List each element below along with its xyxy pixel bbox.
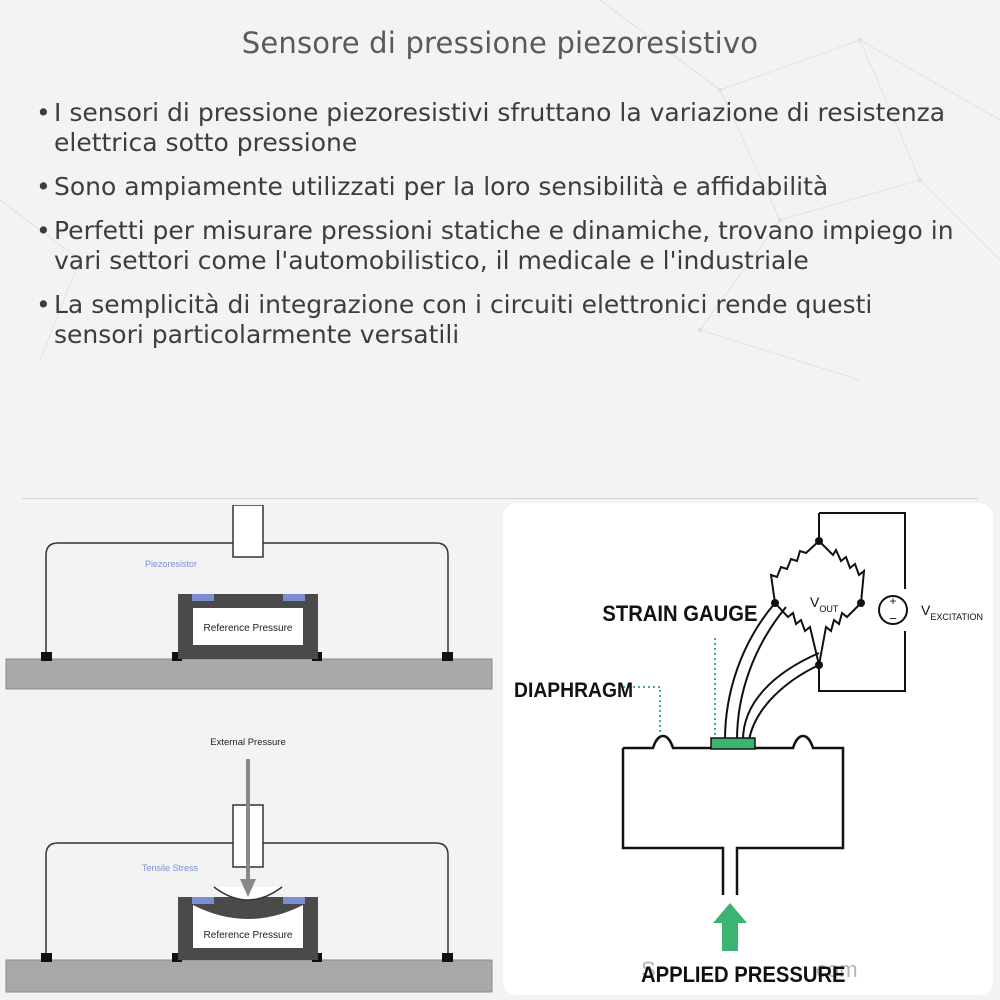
strain-gauge-element [710, 737, 756, 750]
section-divider [22, 498, 978, 499]
external-pressure-label: External Pressure [210, 737, 286, 748]
strain-gauge-label: STRAIN GAUGE [602, 602, 757, 626]
piezoresistor-label: Piezoresistor [145, 559, 197, 569]
plus-icon: + [889, 594, 896, 608]
voltage-source-icon [878, 595, 908, 625]
page-title: Sensore di pressione piezoresistivo [241, 26, 759, 60]
minus-icon: − [889, 611, 897, 626]
applied-pressure-arrow-icon [713, 903, 747, 951]
vexcitation-label: VEXCITATION [921, 602, 983, 622]
tensile-stress-label: Tensile Stress [142, 863, 199, 873]
bullet-item: Perfetti per misurare pressioni statiche… [36, 216, 966, 276]
reference-pressure-label: Reference Pressure [204, 930, 293, 941]
bullet-item: I sensori di pressione piezoresistivi sf… [36, 98, 966, 158]
watermark-end: com [816, 957, 858, 982]
strain-gauge-diagram: + − VOUT VEXCITATION STRAIN GAUGE DIAPHR… [514, 512, 983, 987]
wheatstone-bridge [769, 512, 906, 692]
diaphragm-label: DIAPHRAGM [514, 679, 633, 702]
cross-section-unloaded: Piezoresistor Reference Pressure [5, 505, 493, 690]
applied-pressure-label: APPLIED PRESSURE [641, 963, 846, 987]
strain-gauge-panel: + − VOUT VEXCITATION STRAIN GAUGE DIAPHR… [503, 503, 993, 995]
cross-section-loaded: External Pressure Tensile Stress Referen… [5, 737, 493, 993]
bullet-item: Sono ampiamente utilizzati per la loro s… [36, 172, 966, 202]
vout-label: VOUT [810, 594, 839, 614]
bullet-item: La semplicità di integrazione con i circ… [36, 290, 966, 350]
pressure-chamber [621, 734, 845, 895]
bullet-list: I sensori di pressione piezoresistivi sf… [36, 98, 966, 364]
sensor-cross-section-diagram: Piezoresistor Reference Pressure Externa… [5, 505, 493, 993]
watermark-start: S [641, 957, 656, 982]
reference-pressure-label: Reference Pressure [204, 623, 293, 634]
